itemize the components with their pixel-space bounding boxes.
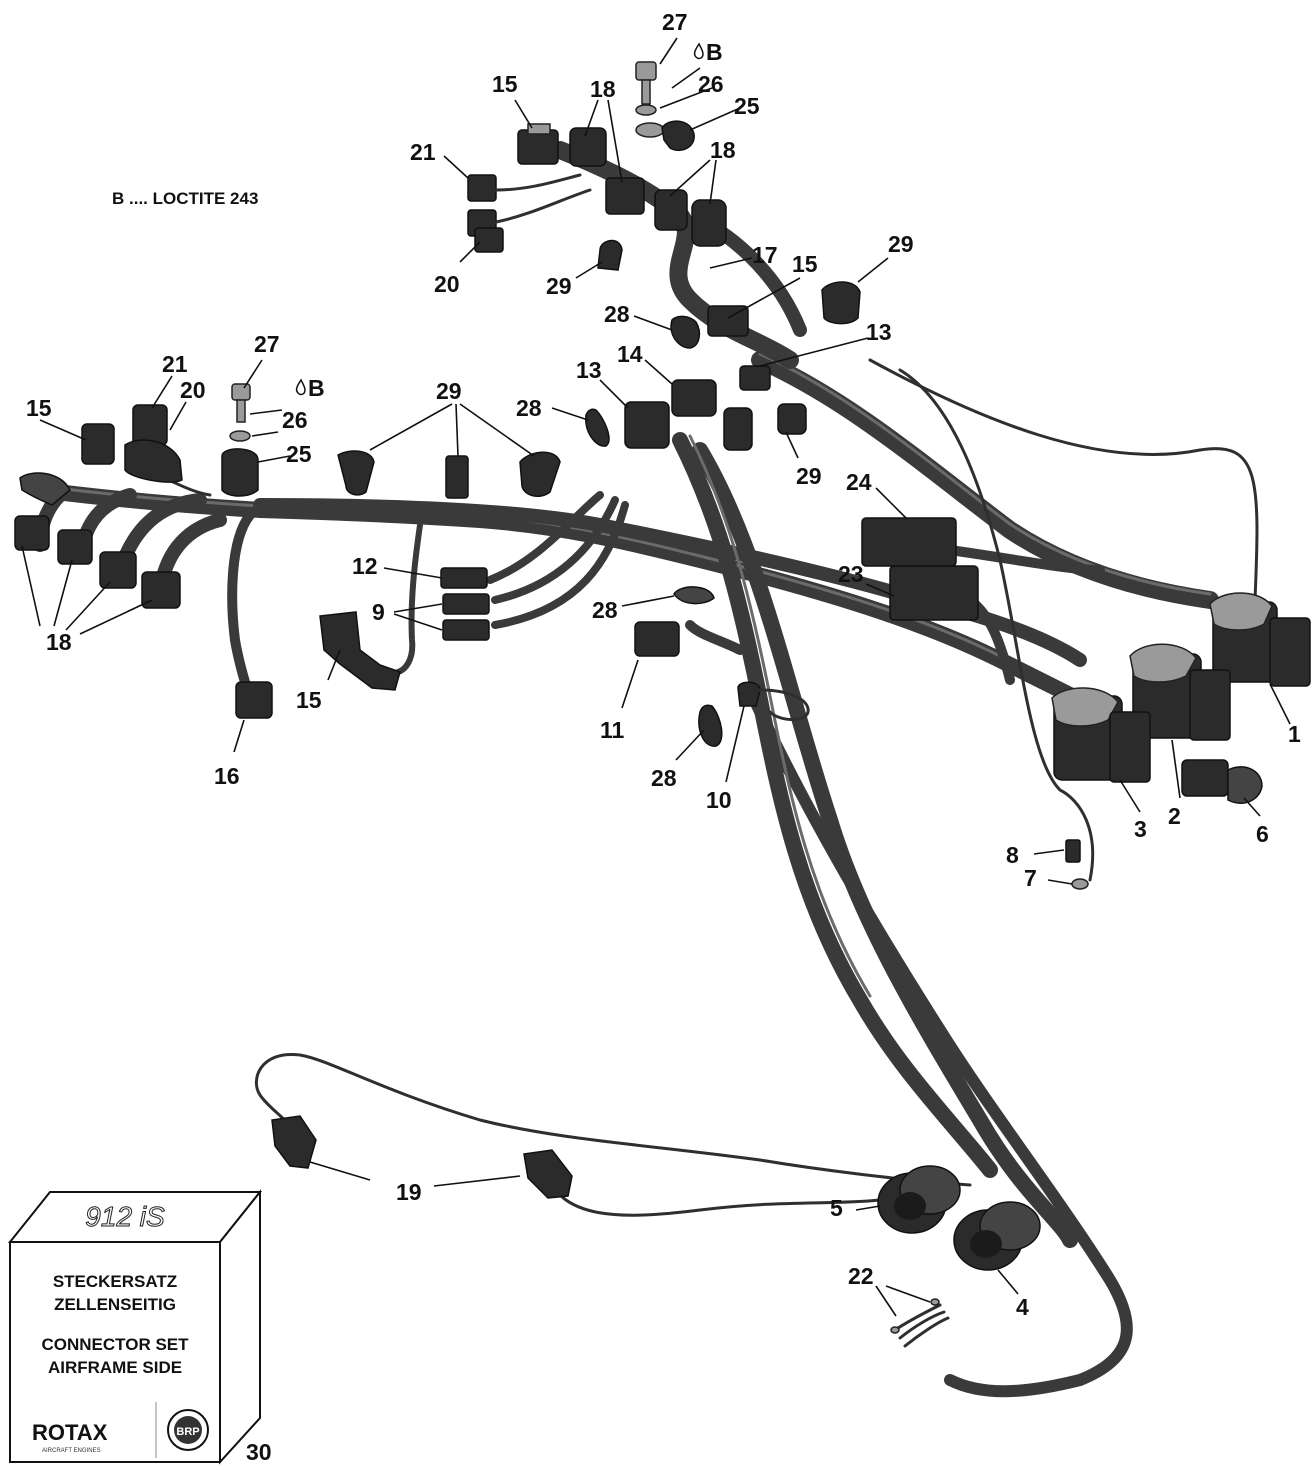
callout-26a: 26 [698, 71, 724, 97]
drop-icon [693, 42, 704, 60]
callout-28d: 28 [651, 765, 677, 791]
callout-11: 11 [600, 717, 625, 743]
callout-13a: 13 [576, 357, 602, 383]
callout-27a: 27 [662, 9, 688, 35]
callout-29b: 29 [546, 273, 572, 299]
callout-18b: 18 [710, 137, 736, 163]
callout-8: 8 [1006, 842, 1019, 868]
callout-13b: 13 [866, 319, 892, 345]
components [14, 61, 1311, 1348]
drop-icon [295, 378, 306, 396]
kit-line-2: ZELLENSEITIG [54, 1295, 176, 1314]
round-connector-4 [953, 1201, 1041, 1271]
callout-22: 22 [848, 1263, 874, 1289]
callout-15d: 15 [296, 687, 322, 713]
callout-12: 12 [352, 553, 378, 579]
callout-6: 6 [1256, 821, 1269, 847]
callout-15c: 15 [26, 395, 52, 421]
kit-model-logo: 912 iS [85, 1201, 165, 1232]
callout-labels: 1 2 3 4 5 6 7 8 9 10 11 12 13 13 14 15 1… [26, 9, 1301, 1320]
leader-lines [21, 37, 1291, 1447]
callout-28b: 28 [516, 395, 542, 421]
ignition-coil-3 [1051, 687, 1151, 783]
callout-18c: 18 [46, 629, 72, 655]
rotax-logo-sub: AIRCRAFT ENGINES [42, 1448, 101, 1454]
loctite-marker-left: B [295, 375, 325, 401]
callout-19: 19 [396, 1179, 422, 1205]
kit-line-4: AIRFRAME SIDE [48, 1358, 182, 1377]
callout-5: 5 [830, 1195, 843, 1221]
callout-1: 1 [1288, 721, 1301, 747]
loctite-marker-top: B [693, 39, 723, 65]
loctite-note: B .... LOCTITE 243 [112, 189, 258, 208]
callout-14: 14 [617, 341, 643, 367]
callout-28a: 28 [604, 301, 630, 327]
svg-text:BRP: BRP [176, 1426, 199, 1438]
callout-9: 9 [372, 599, 385, 625]
brp-badge-icon: BRP [167, 1409, 209, 1451]
svg-text:B: B [308, 375, 325, 401]
svg-text:B: B [706, 39, 723, 65]
callout-23: 23 [838, 561, 864, 587]
kit-line-1: STECKERSATZ [53, 1272, 177, 1291]
callout-15b: 15 [792, 251, 818, 277]
rotax-logo: ROTAX [32, 1420, 108, 1445]
callout-25a: 25 [734, 93, 760, 119]
callout-20a: 20 [434, 271, 460, 297]
callout-29d: 29 [796, 463, 822, 489]
callout-26b: 26 [282, 407, 308, 433]
callout-16: 16 [214, 763, 240, 789]
callout-27b: 27 [254, 331, 280, 357]
callout-30: 30 [246, 1439, 272, 1465]
callout-10: 10 [706, 787, 732, 813]
callout-20b: 20 [180, 377, 206, 403]
callout-15a: 15 [492, 71, 518, 97]
round-connector-5 [877, 1165, 961, 1234]
callout-21a: 21 [410, 139, 436, 165]
callout-29a: 29 [888, 231, 914, 257]
callout-21b: 21 [162, 351, 188, 377]
callout-29c: 29 [436, 378, 462, 404]
callout-3: 3 [1134, 816, 1147, 842]
connector-kit-box: 912 iS STECKERSATZ ZELLENSEITIG CONNECTO… [7, 1189, 272, 1465]
callout-25b: 25 [286, 441, 312, 467]
callout-17: 17 [752, 242, 778, 268]
callout-28c: 28 [592, 597, 618, 623]
callout-4: 4 [1016, 1294, 1029, 1320]
callout-24: 24 [846, 469, 872, 495]
ignition-coil-1 [1209, 592, 1311, 687]
kit-line-3: CONNECTOR SET [41, 1335, 189, 1354]
callout-2: 2 [1168, 803, 1181, 829]
callout-18a: 18 [590, 76, 616, 102]
ignition-coil-2 [1129, 643, 1231, 741]
callout-7: 7 [1024, 865, 1037, 891]
